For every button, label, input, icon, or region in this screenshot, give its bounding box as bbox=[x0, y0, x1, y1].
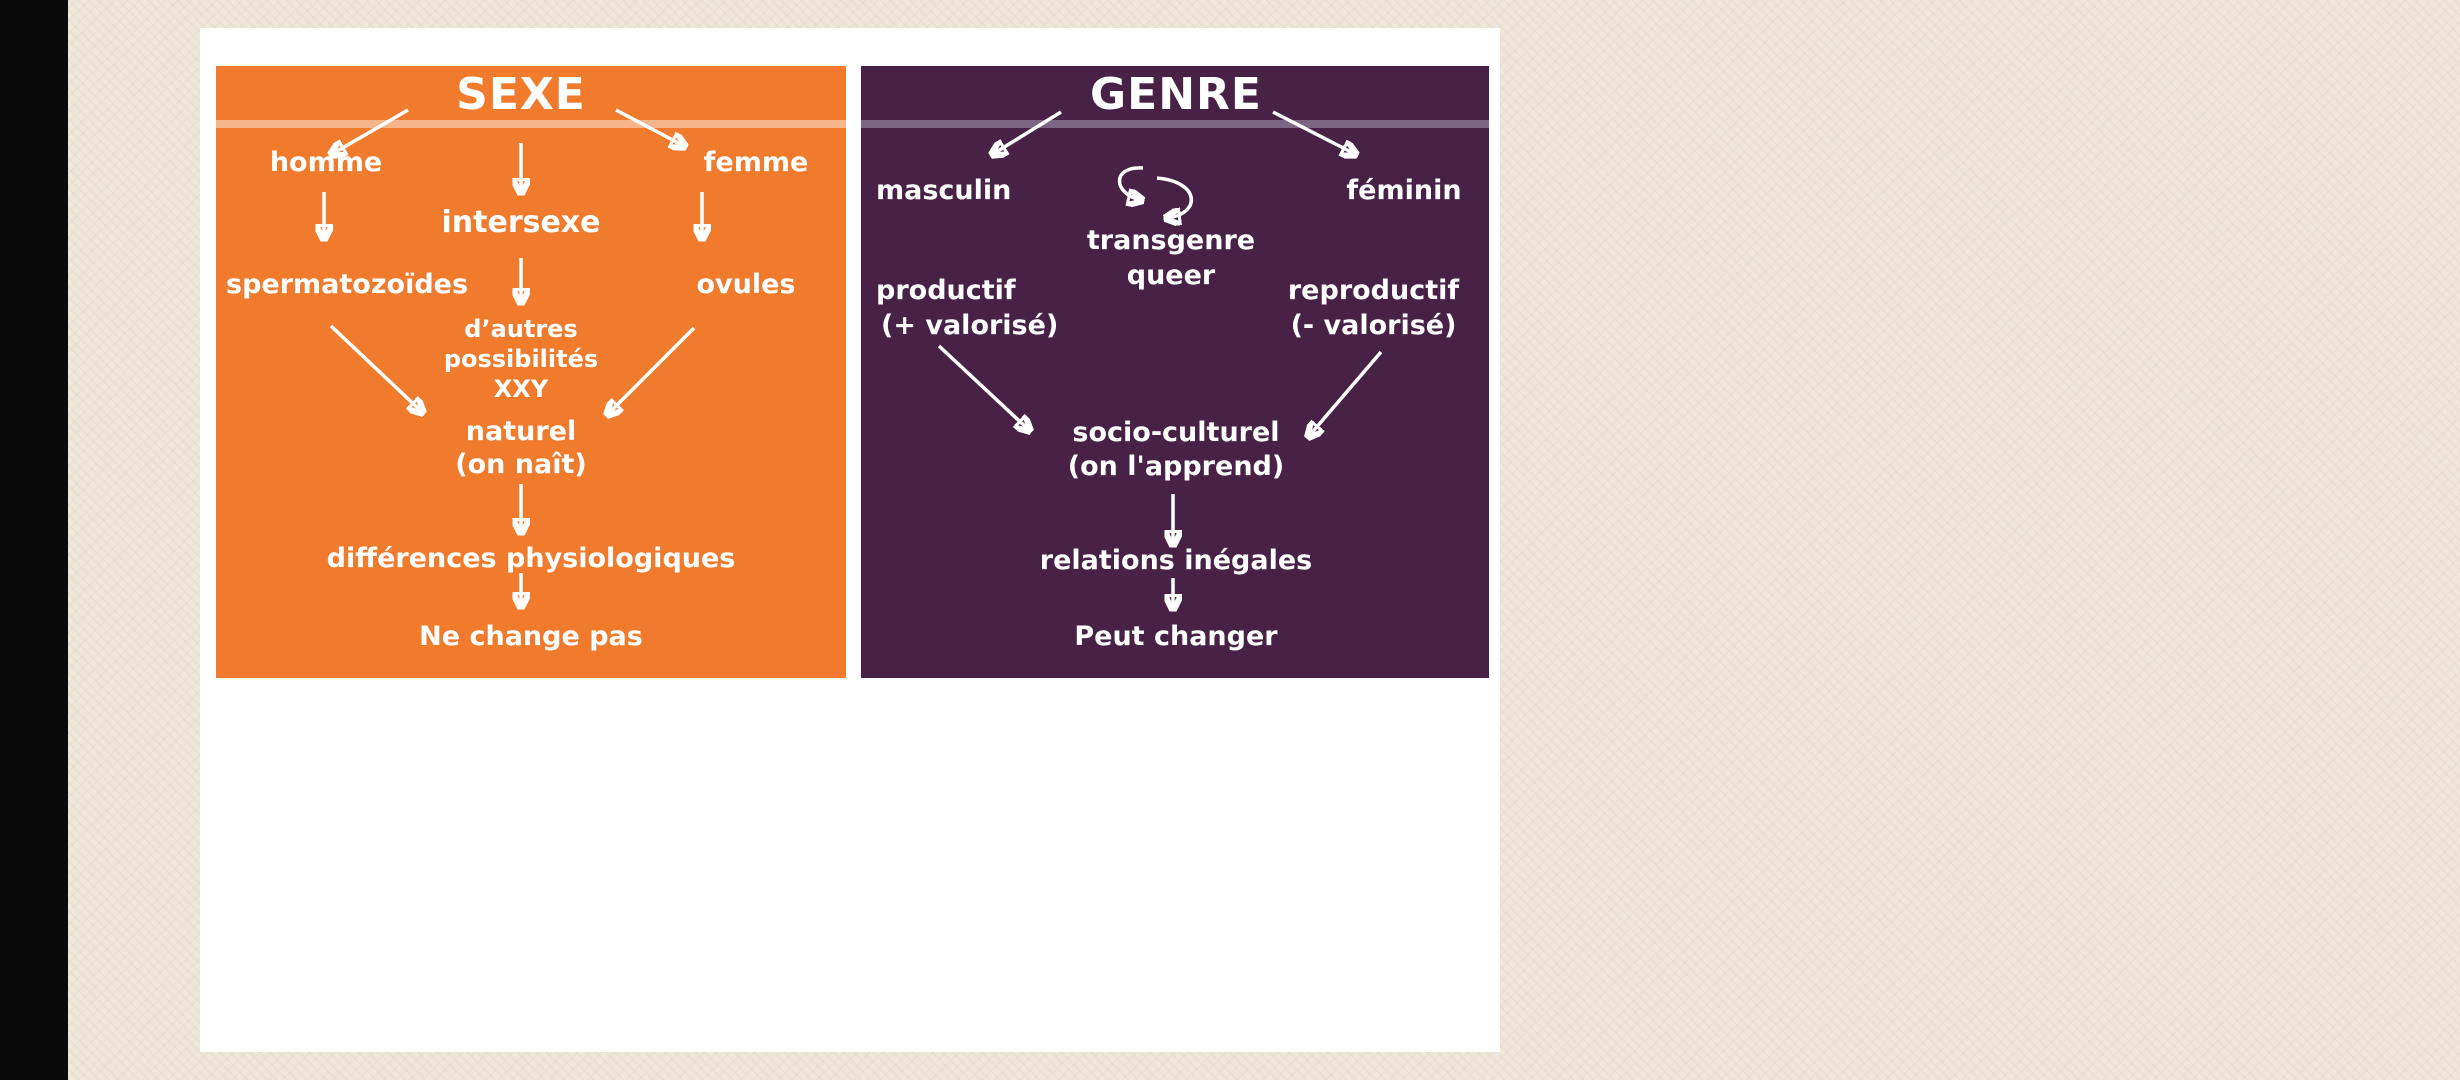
genre-reproductif: reproductif bbox=[1287, 275, 1460, 306]
sexe-autres-line3: XXY bbox=[493, 375, 549, 403]
arrow-genre-to-feminin bbox=[1272, 110, 1355, 154]
genre-arrows bbox=[937, 110, 1383, 678]
sexe-title: SEXE bbox=[456, 69, 586, 120]
sexe-on-nait: (on naît) bbox=[455, 449, 587, 480]
arrow-spermatozoides-to-naturel bbox=[329, 324, 422, 412]
sexe-arrows bbox=[216, 108, 846, 678]
sexe-differences: différences physiologiques bbox=[326, 543, 736, 574]
left-dark-bar bbox=[0, 0, 68, 1080]
genre-title-band bbox=[861, 120, 1489, 128]
genre-relations: relations inégales bbox=[1039, 545, 1313, 576]
arrow-ovules-to-naturel bbox=[608, 326, 696, 414]
sexe-femme: femme bbox=[703, 147, 809, 178]
genre-socio-culturel: socio-culturel bbox=[1072, 417, 1280, 448]
genre-on-apprend: (on l'apprend) bbox=[1067, 451, 1285, 482]
genre-feminin: féminin bbox=[1346, 175, 1462, 206]
sexe-naturel: naturel bbox=[465, 416, 577, 447]
genre-masculin: masculin bbox=[876, 175, 1012, 206]
sexe-title-band bbox=[216, 120, 846, 128]
sexe-homme: homme bbox=[269, 147, 383, 178]
sexe-ovules: ovules bbox=[696, 269, 796, 300]
sexe-spermatozoides: spermatozoïdes bbox=[226, 269, 469, 300]
cycle-arrow-bottom bbox=[1156, 176, 1194, 218]
genre-moins-valorise: (- valorisé) bbox=[1290, 310, 1457, 341]
arrow-genre-to-masculin bbox=[993, 110, 1062, 154]
genre-peut-changer: Peut changer bbox=[1074, 621, 1278, 652]
sexe-ne-change-pas: Ne change pas bbox=[419, 621, 643, 652]
arrow-productif-to-socio-culturel bbox=[937, 344, 1029, 430]
genre-title: GENRE bbox=[1090, 69, 1262, 120]
arrow-sexe-to-homme bbox=[332, 108, 409, 154]
arrow-sexe-to-femme bbox=[615, 108, 684, 146]
sexe-intersexe: intersexe bbox=[441, 205, 601, 240]
cycle-arrow-top bbox=[1117, 166, 1144, 200]
arrow-reproductif-to-socio-culturel bbox=[1309, 350, 1383, 436]
sexe-panel: SEXE homme femme intersexe spermatozoïde… bbox=[216, 66, 846, 678]
sexe-autres-line2: possibilités bbox=[443, 345, 599, 373]
genre-transgenre: transgenre bbox=[1086, 225, 1256, 256]
genre-plus-valorise: (+ valorisé) bbox=[881, 310, 1059, 341]
sexe-autres-line1: d’autres bbox=[464, 315, 578, 343]
genre-panel: GENRE masculin féminin transgenre queer … bbox=[861, 66, 1489, 678]
genre-queer: queer bbox=[1126, 260, 1216, 291]
genre-productif: productif bbox=[876, 275, 1016, 306]
